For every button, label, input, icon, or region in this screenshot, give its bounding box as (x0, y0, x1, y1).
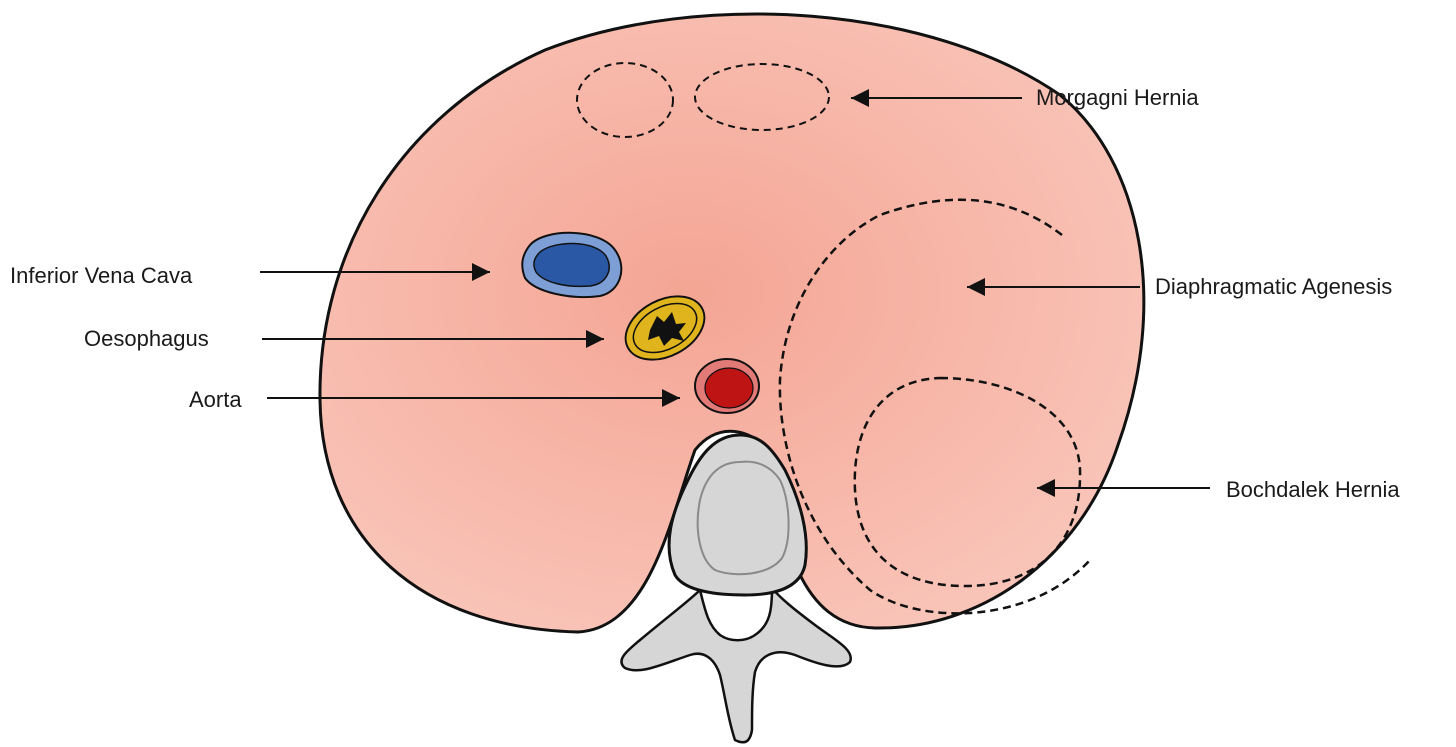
label-morgagni: Morgagni Hernia (1036, 87, 1199, 109)
label-ivc: Inferior Vena Cava (10, 265, 192, 287)
label-bochdalek: Bochdalek Hernia (1226, 479, 1400, 501)
label-aorta: Aorta (189, 389, 242, 411)
label-agenesis: Diaphragmatic Agenesis (1155, 276, 1392, 298)
aorta-shape (695, 359, 759, 413)
ivc-shape (522, 233, 621, 297)
label-oesophagus: Oesophagus (84, 328, 209, 350)
